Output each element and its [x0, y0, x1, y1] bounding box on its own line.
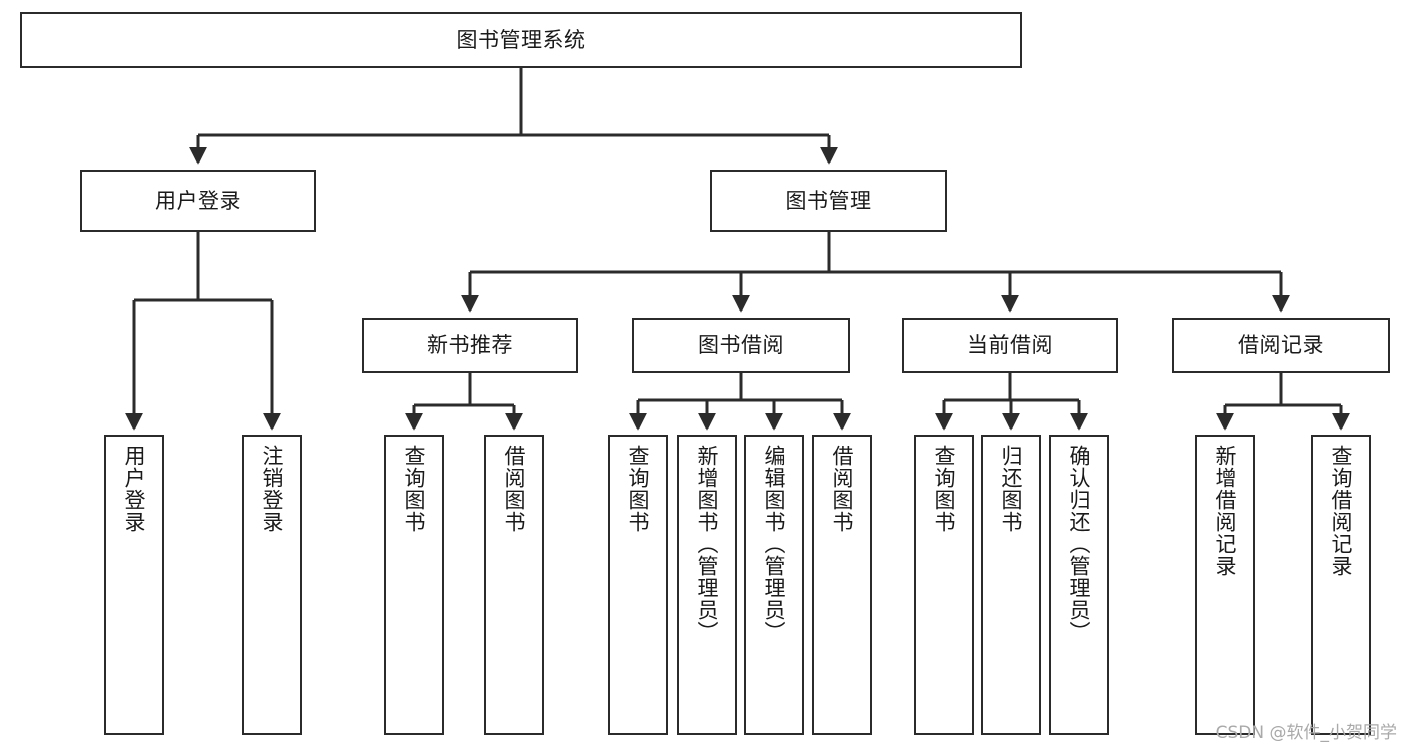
- leaf-book-borrow-borrow[interactable]: 借阅图书: [812, 435, 872, 735]
- node-label: 用户登录: [155, 188, 241, 213]
- node-label: 借阅图书: [830, 445, 855, 533]
- leaf-book-borrow-add[interactable]: 新增图书（管理员）: [677, 435, 737, 735]
- node-root-system[interactable]: 图书管理系统: [20, 12, 1022, 68]
- node-label: 查询图书: [626, 445, 651, 533]
- leaf-user-login-logout[interactable]: 注销登录: [242, 435, 302, 735]
- node-label: 确认归还（管理员）: [1067, 445, 1092, 643]
- watermark-text: CSDN @软件_小贺同学: [1215, 723, 1397, 743]
- node-current-borrow[interactable]: 当前借阅: [902, 318, 1118, 373]
- leaf-user-login-login[interactable]: 用户登录: [104, 435, 164, 735]
- node-label: 归还图书: [999, 445, 1024, 533]
- node-label: 当前借阅: [967, 333, 1053, 358]
- node-label: 新增图书（管理员）: [695, 445, 720, 643]
- node-label: 图书管理系统: [456, 27, 586, 52]
- node-label: 查询图书: [932, 445, 957, 533]
- leaf-current-borrow-return[interactable]: 归还图书: [981, 435, 1041, 735]
- node-label: 借阅记录: [1238, 333, 1324, 358]
- leaf-borrow-record-query[interactable]: 查询借阅记录: [1311, 435, 1371, 735]
- node-label: 注销登录: [260, 445, 285, 533]
- leaf-current-borrow-query[interactable]: 查询图书: [914, 435, 974, 735]
- leaf-new-book-query[interactable]: 查询图书: [384, 435, 444, 735]
- leaf-borrow-record-add[interactable]: 新增借阅记录: [1195, 435, 1255, 735]
- node-label: 新书推荐: [427, 333, 513, 358]
- node-new-book-recommend[interactable]: 新书推荐: [362, 318, 578, 373]
- node-borrow-record[interactable]: 借阅记录: [1172, 318, 1390, 373]
- node-label: 新增借阅记录: [1213, 445, 1238, 577]
- node-user-login[interactable]: 用户登录: [80, 170, 316, 232]
- node-book-borrow[interactable]: 图书借阅: [632, 318, 850, 373]
- node-label: 图书管理: [785, 188, 872, 213]
- node-label: 用户登录: [122, 445, 147, 533]
- leaf-book-borrow-edit[interactable]: 编辑图书（管理员）: [744, 435, 804, 735]
- leaf-new-book-borrow[interactable]: 借阅图书: [484, 435, 544, 735]
- leaf-current-borrow-confirm-return[interactable]: 确认归还（管理员）: [1049, 435, 1109, 735]
- node-label: 编辑图书（管理员）: [762, 445, 787, 643]
- node-label: 查询图书: [402, 445, 427, 533]
- node-label: 查询借阅记录: [1329, 445, 1354, 577]
- leaf-book-borrow-query[interactable]: 查询图书: [608, 435, 668, 735]
- node-book-management[interactable]: 图书管理: [710, 170, 947, 232]
- node-label: 借阅图书: [502, 445, 527, 533]
- node-label: 图书借阅: [698, 333, 784, 358]
